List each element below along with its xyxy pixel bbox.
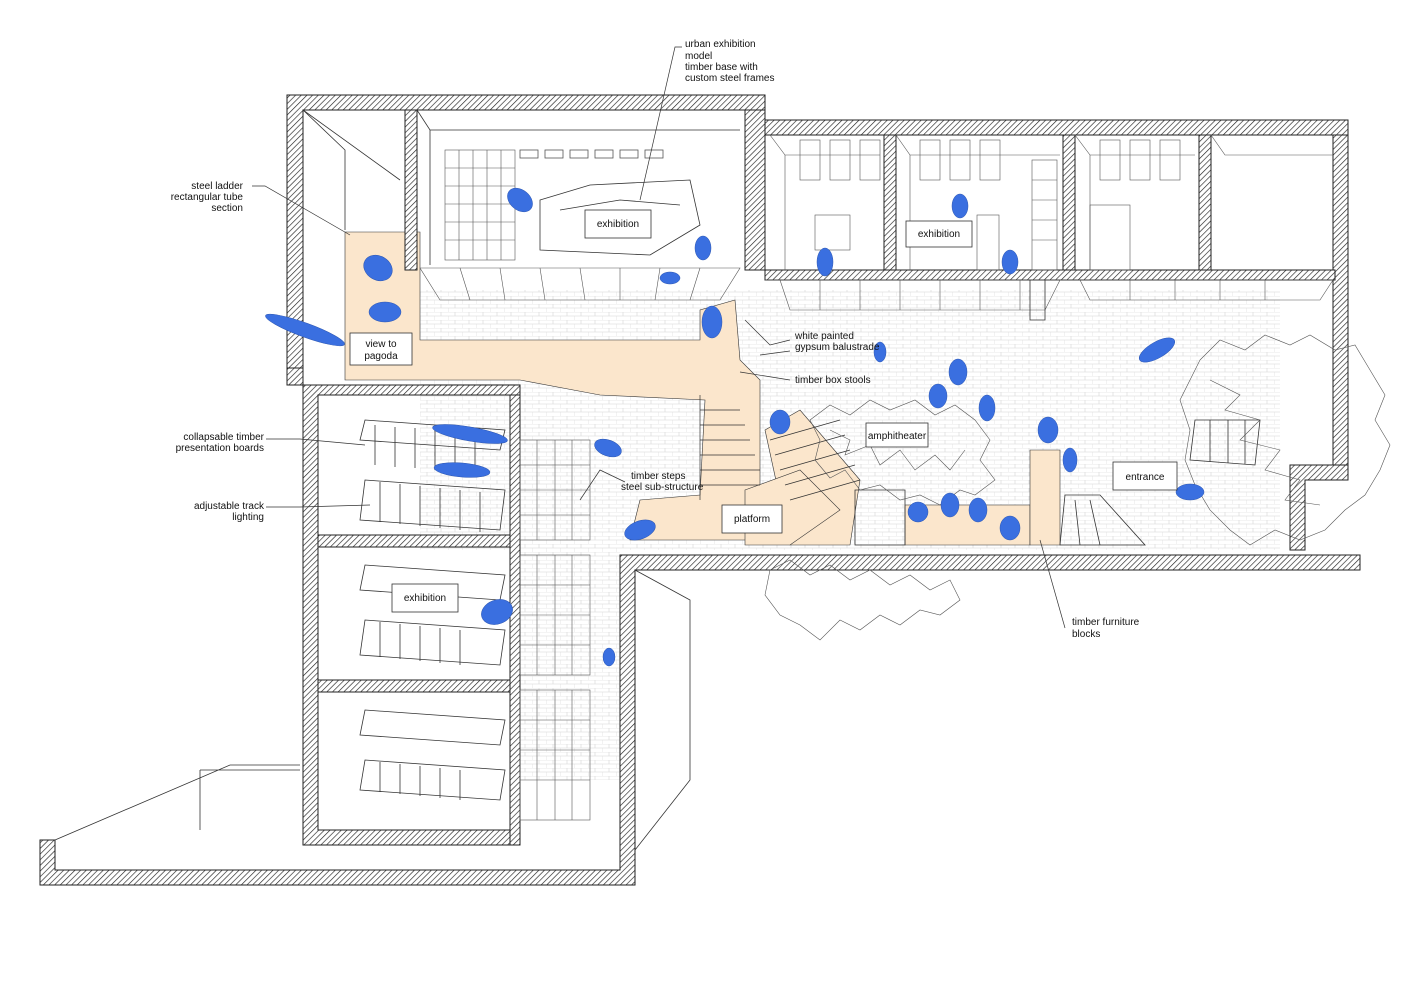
wall-right-step	[1289, 464, 1349, 551]
svg-text:timber base with: timber base with	[685, 62, 758, 73]
svg-text:adjustable track: adjustable track	[194, 501, 265, 512]
glazing-band	[419, 267, 1334, 311]
note-balustrade: white painted gypsum balustrade	[794, 331, 880, 353]
svg-text:white painted: white painted	[794, 331, 854, 342]
timber-steps	[699, 395, 861, 501]
note-urban-model: urban exhibition model timber base with …	[685, 39, 774, 84]
note-steel-ladder: steel ladder rectangular tube section	[171, 181, 244, 214]
wall-bottom-slab	[39, 554, 1361, 886]
room-linework	[54, 109, 1334, 851]
svg-text:custom steel frames: custom steel frames	[685, 73, 774, 84]
annotations: urban exhibition model timber base with …	[171, 39, 1140, 640]
wall-right-side	[1332, 134, 1349, 471]
label-amphitheater: amphitheater	[868, 431, 927, 442]
svg-text:steel sub-structure: steel sub-structure	[621, 482, 704, 493]
note-track-lighting: adjustable track lighting	[194, 501, 265, 523]
right-rooms	[769, 134, 1333, 271]
wall-left-side	[286, 367, 304, 386]
wall-left-rooms	[302, 384, 521, 846]
svg-text:presentation boards: presentation boards	[176, 443, 264, 454]
people-figures	[265, 187, 1205, 667]
svg-text:gypsum balustrade: gypsum balustrade	[795, 342, 880, 353]
timber-surfaces	[344, 231, 1061, 546]
wall-top-right-divider	[744, 109, 766, 271]
skylights	[519, 149, 664, 159]
urban-model	[539, 179, 701, 256]
wall-top-mid	[404, 109, 418, 271]
svg-text:urban exhibition: urban exhibition	[685, 39, 756, 50]
label-exhibition-lower-left: exhibition	[404, 593, 446, 604]
room-labels: exhibition exhibition exhibition view to…	[364, 219, 1165, 604]
window-grid	[444, 149, 516, 261]
label-platform: platform	[734, 514, 770, 525]
room-label-boxes	[349, 209, 1178, 613]
svg-text:blocks: blocks	[1072, 629, 1100, 640]
leader-lines	[252, 46, 1066, 629]
svg-text:timber furniture: timber furniture	[1072, 617, 1140, 628]
label-entrance: entrance	[1126, 472, 1165, 483]
wall-right-top	[764, 119, 1349, 136]
label-exhibition-top-right: exhibition	[918, 229, 960, 240]
note-presentation-boards: collapsable timber presentation boards	[176, 432, 265, 454]
note-furniture-blocks: timber furniture blocks	[1072, 617, 1140, 640]
note-timber-steps: timber steps steel sub-structure	[621, 471, 704, 493]
svg-text:timber steps: timber steps	[631, 471, 685, 482]
svg-text:lighting: lighting	[232, 512, 264, 523]
facade-windows	[519, 439, 591, 821]
label-exhibition-top-left: exhibition	[597, 219, 639, 230]
section-walls	[39, 94, 1361, 886]
svg-text:model: model	[685, 51, 712, 62]
svg-text:section: section	[211, 203, 243, 214]
note-box-stools: timber box stools	[795, 375, 871, 386]
svg-text:collapsable timber: collapsable timber	[183, 432, 264, 443]
label-view-to-pagoda-1: view to	[365, 339, 397, 350]
label-view-to-pagoda-2: pagoda	[364, 351, 398, 362]
svg-text:steel ladder: steel ladder	[191, 181, 243, 192]
svg-text:rectangular tube: rectangular tube	[171, 192, 244, 203]
